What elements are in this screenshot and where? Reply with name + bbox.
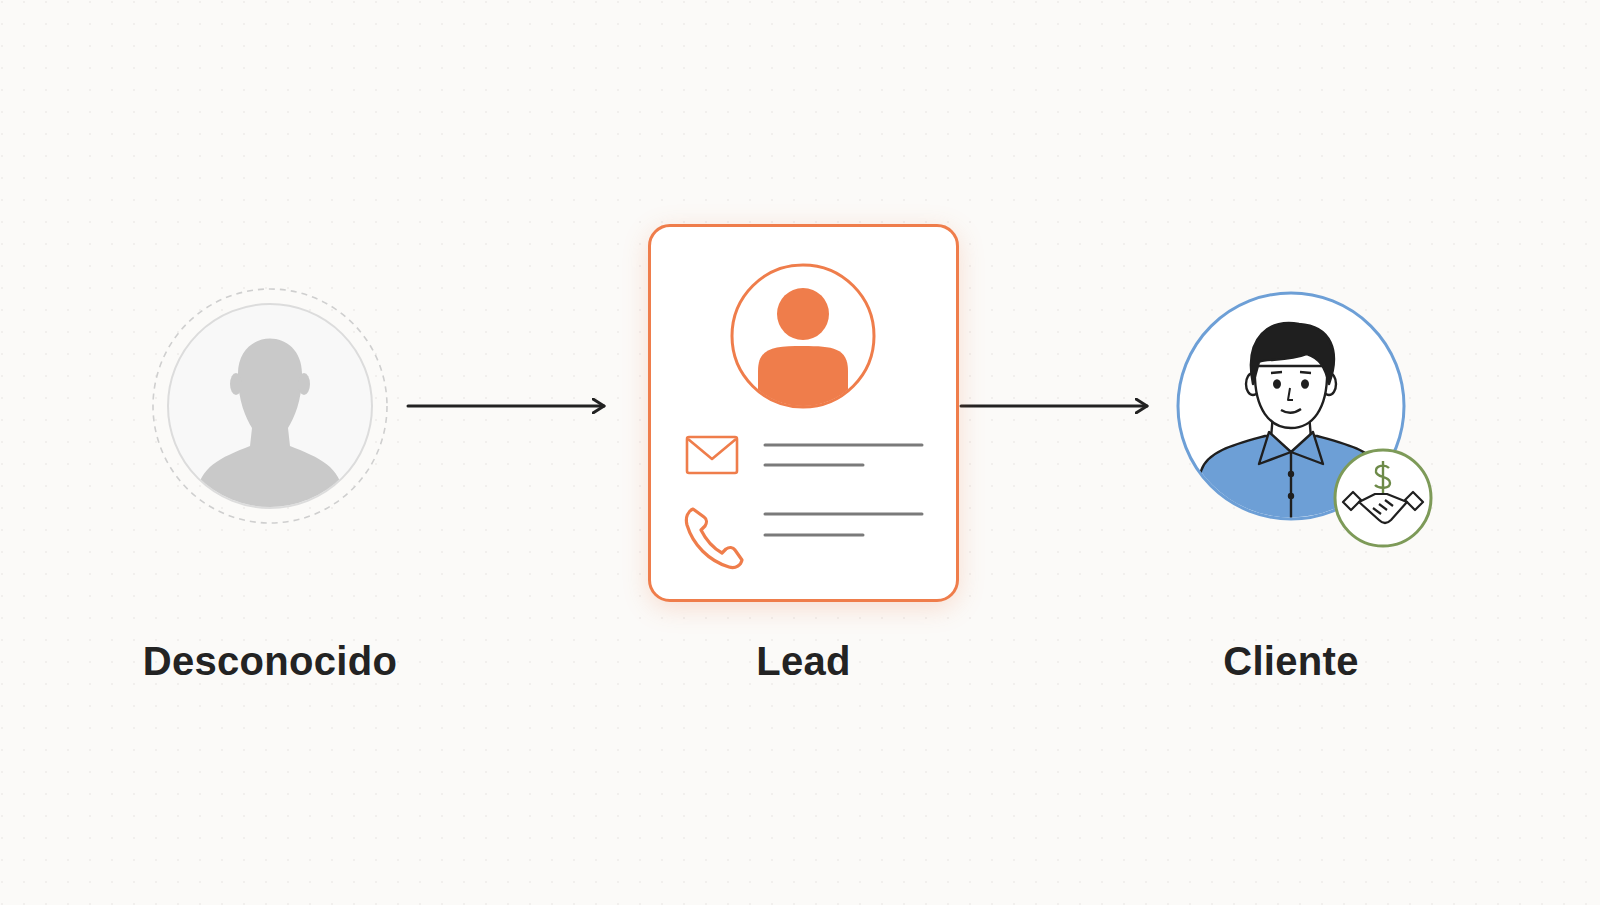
flow-arrow — [408, 405, 604, 408]
unknown-icon — [153, 289, 387, 526]
client-person-circle: Cliente — [1177, 292, 1405, 520]
stage-label: Desconocido — [143, 637, 397, 685]
unknown-shape — [150, 286, 390, 526]
stage-label: Lead — [756, 637, 851, 685]
client-icon — [1178, 293, 1431, 546]
deal-badge — [1335, 450, 1431, 546]
lead-card-icons — [686, 265, 922, 568]
lead-contact-card: Lead — [648, 224, 959, 602]
client-shape — [1177, 292, 1405, 520]
flow-arrow — [961, 405, 1147, 408]
card-shape — [651, 227, 956, 599]
stage-label: Cliente — [1223, 637, 1358, 685]
unknown-person-circle: Desconocido — [150, 286, 390, 526]
